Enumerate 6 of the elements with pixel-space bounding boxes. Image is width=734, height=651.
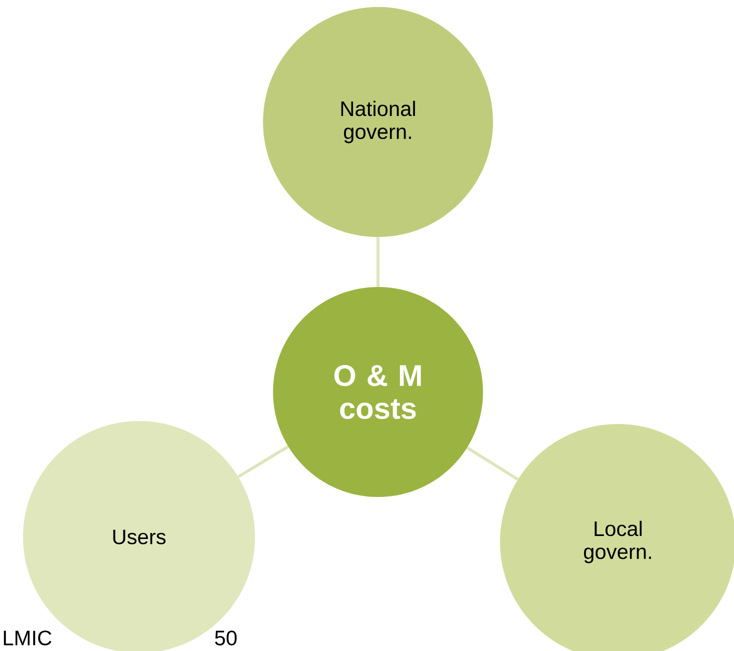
connector-line: [376, 237, 380, 287]
connector-line: [466, 446, 519, 481]
connector-line: [238, 445, 289, 478]
circle-node: National govern.: [263, 7, 493, 237]
circle-node: O & M costs: [273, 287, 483, 497]
note-text: 50: [215, 630, 237, 646]
